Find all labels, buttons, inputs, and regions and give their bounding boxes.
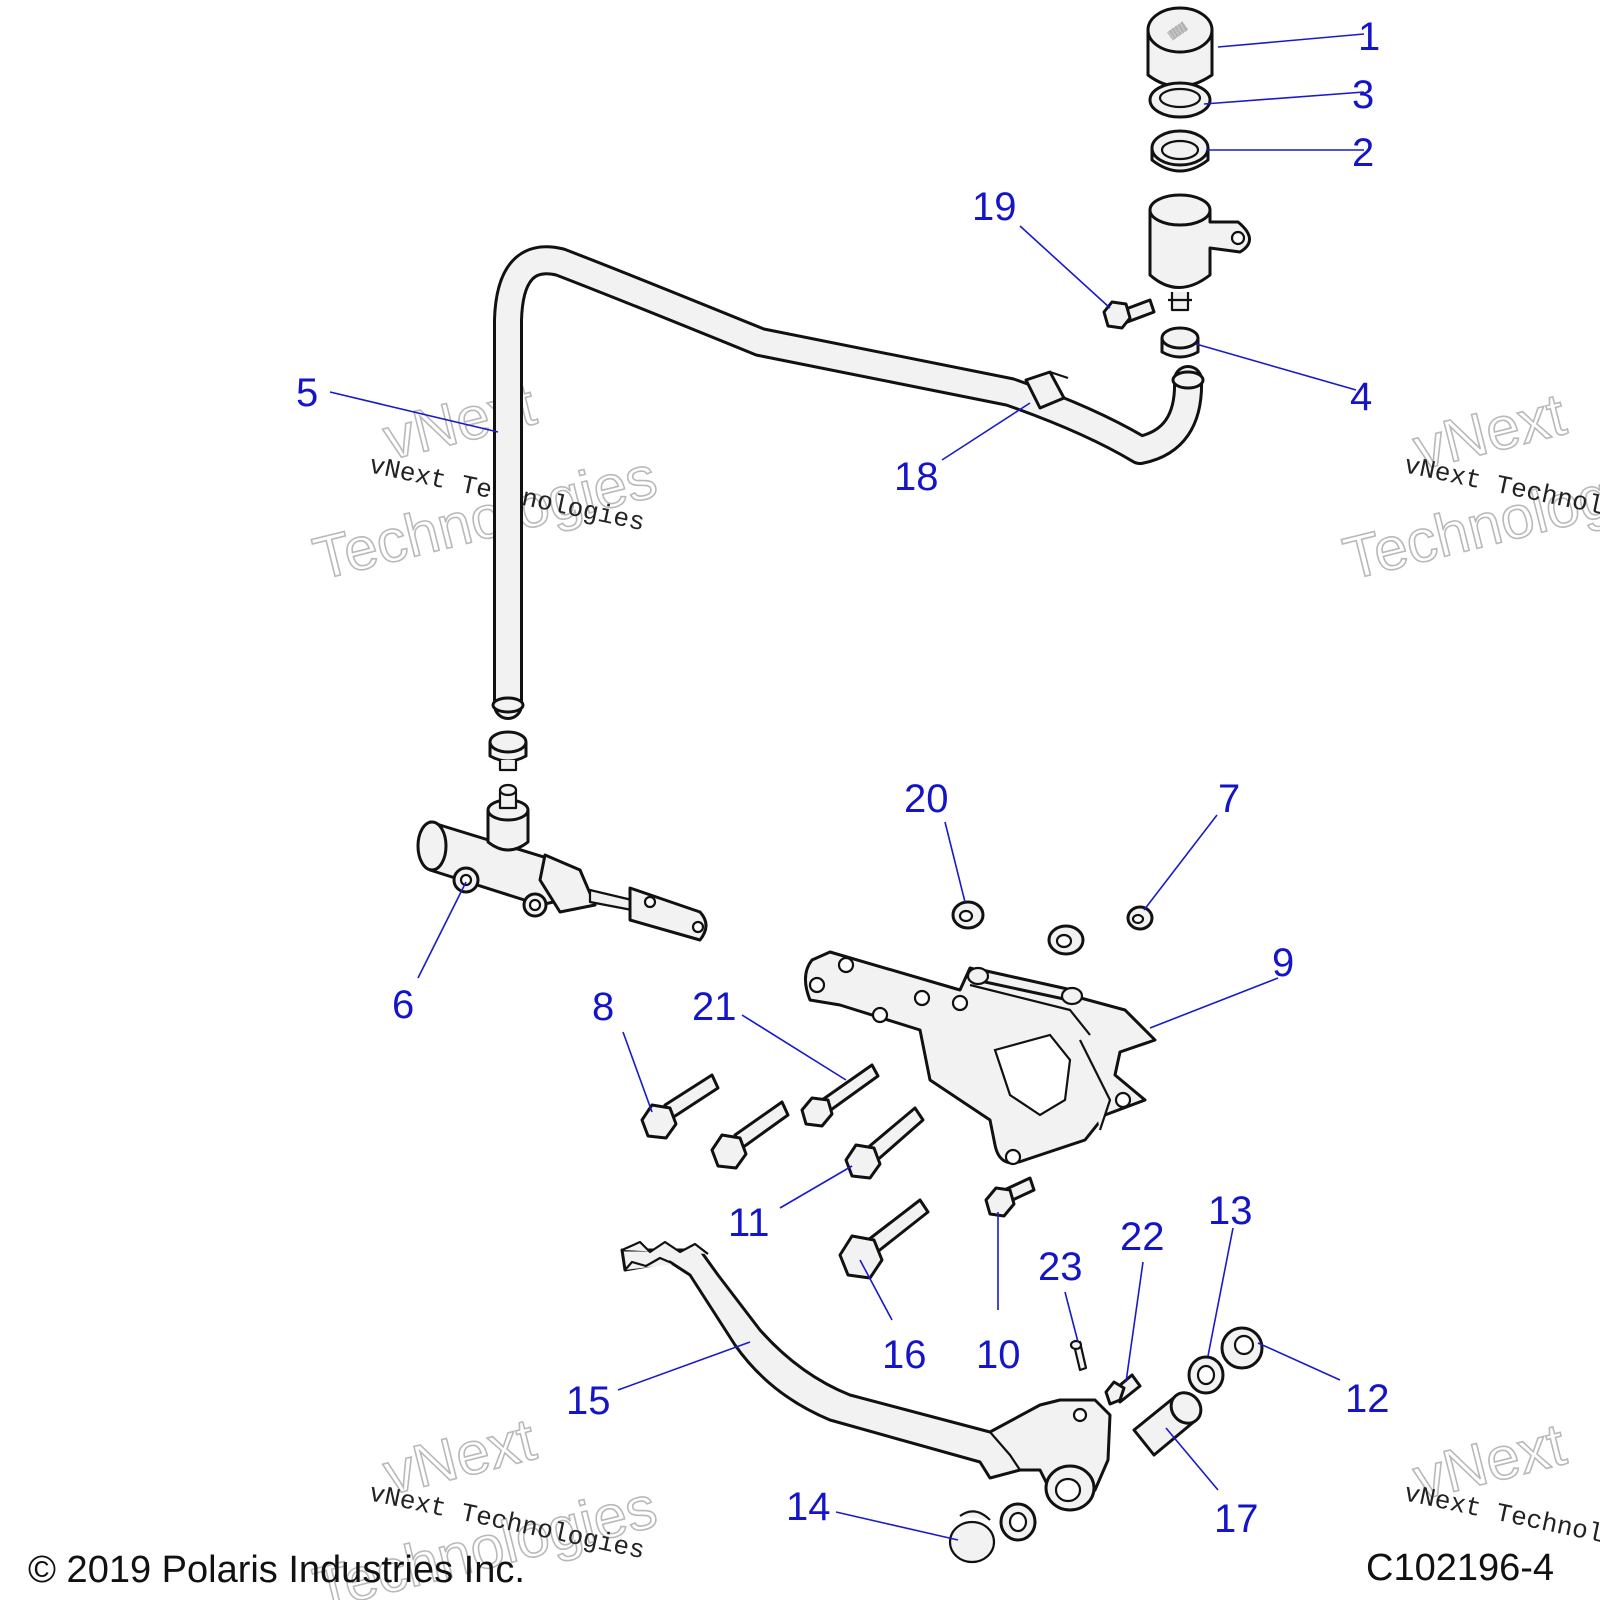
clevis-pin-22 (1104, 1373, 1142, 1406)
callout-labels: 1 2 3 4 5 6 7 8 9 10 11 12 13 14 15 16 1… (296, 15, 1390, 1541)
callout-19: 19 (972, 185, 1017, 229)
sleeve-17 (1132, 1391, 1203, 1457)
callout-14: 14 (786, 1485, 831, 1529)
callout-21: 21 (692, 985, 737, 1029)
bushing-mid (1047, 924, 1085, 956)
watermark-top-right: vNext Technologies vNext Technologies (1336, 380, 1600, 594)
callout-10: 10 (976, 1333, 1021, 1377)
bolt-10 (984, 1176, 1036, 1218)
master-cylinder (416, 783, 708, 942)
cotter-pin-23 (1069, 1339, 1088, 1372)
callout-23: 23 (1038, 1245, 1083, 1289)
callout-22: 22 (1120, 1215, 1165, 1259)
callout-12: 12 (1345, 1377, 1390, 1421)
callout-9: 9 (1272, 941, 1294, 985)
reservoir-hose (491, 245, 1205, 720)
bolt-19 (1102, 298, 1156, 330)
hose-clip-18 (1024, 370, 1069, 410)
callout-6: 6 (392, 983, 414, 1027)
callout-15: 15 (566, 1379, 611, 1423)
bushing-12 (1220, 1326, 1264, 1370)
callout-17: 17 (1214, 1497, 1259, 1541)
bushing-13 (1187, 1355, 1225, 1395)
bolt-21 (800, 1063, 880, 1128)
bolt-8 (640, 1073, 720, 1140)
bolt-11 (844, 1106, 925, 1180)
callout-18: 18 (894, 455, 939, 499)
reservoir-diaphragm (1148, 81, 1212, 119)
reservoir-seal (1150, 129, 1210, 173)
watermark-top-left: vNext Technologies vNext Technologies (306, 370, 664, 594)
brake-pedal (620, 1240, 1112, 1512)
watermark-bottom-right: vNext vNext Technologies (1401, 1410, 1600, 1567)
reservoir-body (1148, 193, 1251, 312)
callout-16: 16 (882, 1333, 927, 1377)
callout-20: 20 (904, 777, 949, 821)
hose-clamp-lower (488, 730, 528, 772)
callout-4: 4 (1350, 375, 1372, 419)
figure-id: C102196-4 (1366, 1547, 1554, 1589)
bushing-14-washer (999, 1502, 1037, 1542)
bolt-16 (838, 1198, 930, 1280)
bushing-7 (1126, 905, 1154, 931)
callout-7: 7 (1218, 777, 1240, 821)
pedal-bracket (804, 950, 1157, 1166)
callout-8: 8 (592, 985, 614, 1029)
bolt-21-left (710, 1100, 790, 1170)
callout-13: 13 (1208, 1189, 1253, 1233)
callout-3: 3 (1352, 73, 1374, 117)
callout-11: 11 (728, 1201, 770, 1245)
spring-clip-14 (948, 1510, 996, 1564)
leader-lines (329, 33, 1365, 1541)
hose-clamp-upper (1160, 326, 1200, 359)
copyright-notice: © 2019 Polaris Industries Inc. (28, 1549, 525, 1591)
callout-2: 2 (1352, 131, 1374, 175)
callout-5: 5 (296, 371, 318, 415)
bushing-20 (951, 900, 985, 930)
callout-1: 1 (1358, 15, 1380, 59)
reservoir-cap: ▒▒▒ (1146, 6, 1214, 88)
